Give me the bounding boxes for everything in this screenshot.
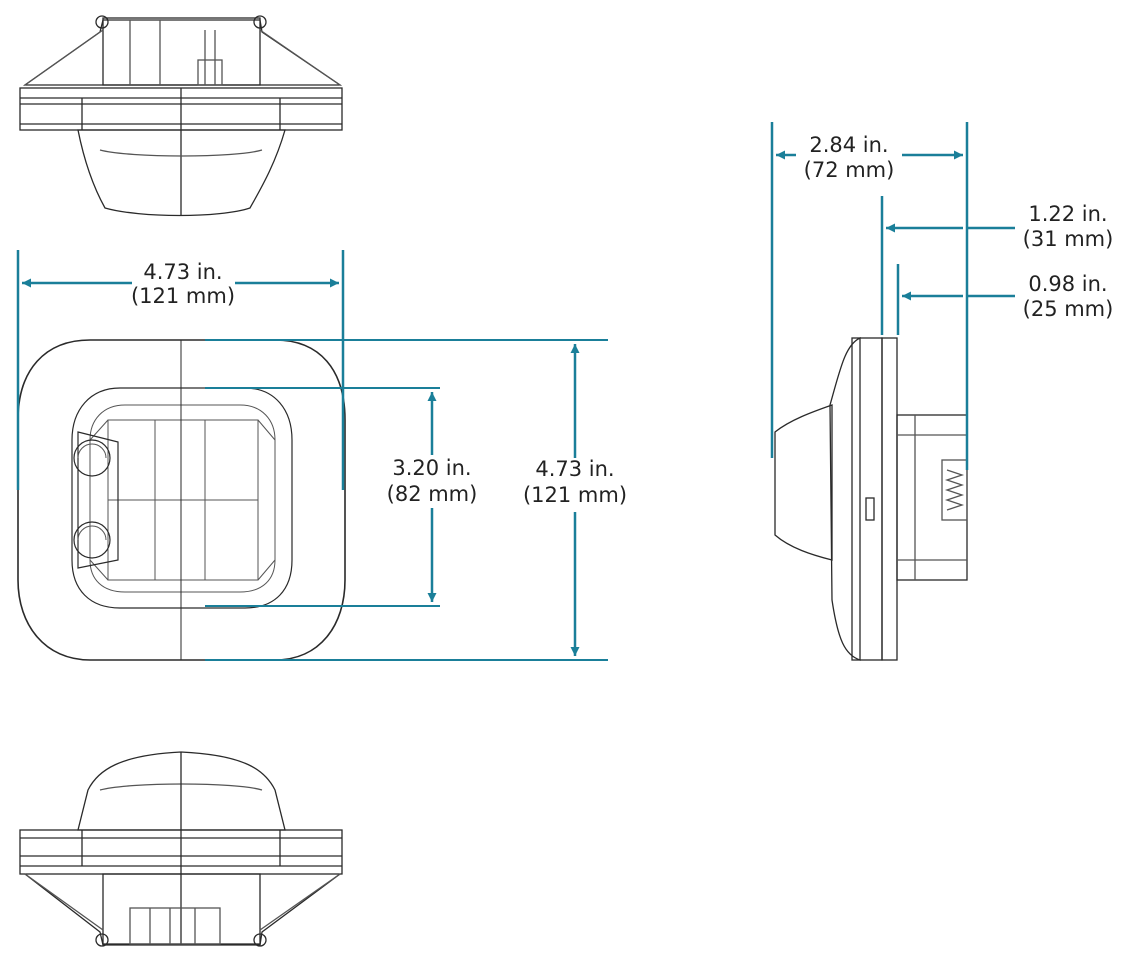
front-width-mm: (121 mm) <box>131 284 235 308</box>
side-view <box>774 336 968 661</box>
dimension-lines <box>16 122 1015 661</box>
front-width-inches: 4.73 in. <box>143 260 222 284</box>
side-mount-depth-mm: (31 mm) <box>1023 227 1114 251</box>
lens-height-inches: 3.20 in. <box>392 456 471 480</box>
side-back-depth-mm: (25 mm) <box>1023 297 1114 321</box>
side-overall-depth-inches: 2.84 in. <box>809 133 888 157</box>
lens-height-mm: (82 mm) <box>387 482 478 506</box>
front-height-inches: 4.73 in. <box>535 457 614 481</box>
side-back-depth-inches: 0.98 in. <box>1028 272 1107 296</box>
bottom-view <box>19 751 343 947</box>
side-mount-depth-inches: 1.22 in. <box>1028 202 1107 226</box>
top-view <box>19 15 343 217</box>
front-height-mm: (121 mm) <box>523 483 627 507</box>
side-overall-depth-mm: (72 mm) <box>804 158 895 182</box>
dimension-labels: 4.73 in. (121 mm) 3.20 in. (82 mm) 4.73 … <box>131 133 1113 507</box>
